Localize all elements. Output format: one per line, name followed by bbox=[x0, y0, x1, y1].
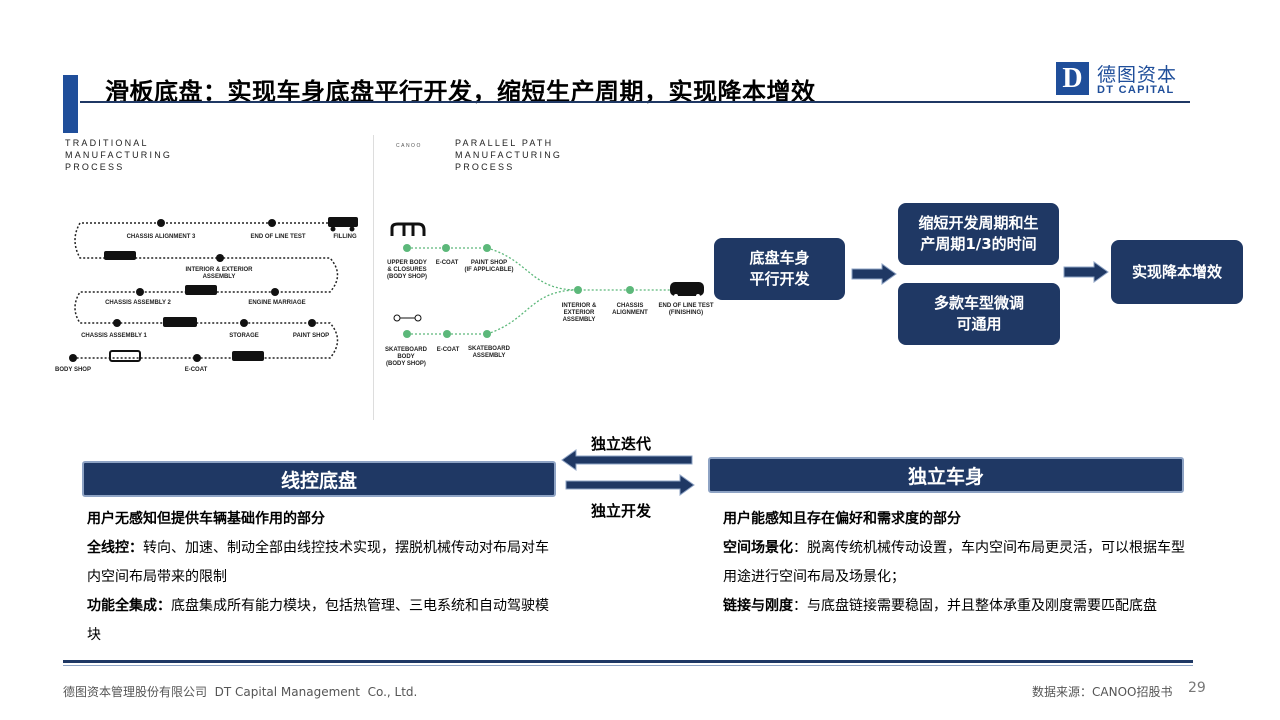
step-engine: ENGINE MARRIAGE bbox=[248, 300, 306, 306]
arrow-left-icon bbox=[561, 449, 693, 471]
heading-line: MANUFACTURING bbox=[455, 150, 563, 160]
traditional-heading: TRADITIONAL MANUFACTURING PROCESS bbox=[65, 137, 172, 173]
label-line: CHASSIS bbox=[616, 303, 644, 309]
parallel-heading: PARALLEL PATH MANUFACTURING PROCESS bbox=[455, 137, 562, 173]
body-intro: 用户能感知且存在偏好和需求度的部分 bbox=[723, 511, 961, 527]
canoo-logo: CANOO bbox=[396, 143, 422, 149]
label-line: SKATEBOARD bbox=[468, 346, 510, 352]
body-point-2: 链接与刚度：与底盘链接需要稳固，并且整体承重及刚度需要匹配底盘 bbox=[723, 592, 1193, 621]
step-body: BODY SHOP bbox=[55, 367, 91, 373]
logo-cn: 德图资本 bbox=[1097, 64, 1178, 86]
title-accent-bar bbox=[63, 75, 78, 133]
label-line: (BODY SHOP) bbox=[387, 274, 427, 280]
step-ecoat-upper: E-COAT bbox=[435, 260, 459, 266]
box-multi-model: 多款车型微调可通用 bbox=[898, 283, 1060, 345]
van-icon bbox=[670, 282, 704, 298]
step-chassis-alignment-3: CHASSIS ALIGNMENT 3 bbox=[126, 234, 196, 240]
label-line: & CLOSURES bbox=[387, 267, 427, 273]
label-line: ALIGNMENT bbox=[612, 310, 648, 316]
chassis-point-1: 全线控：转向、加速、制动全部由线控技术实现，摆脱机械传动对布局对车内空间布局带来… bbox=[87, 534, 557, 592]
car-icon bbox=[328, 217, 358, 232]
point-text: 底盘集成所有能力模块，包括热管理、三电系统和自动驾驶模块 bbox=[87, 598, 549, 643]
arrow-right-icon bbox=[1063, 261, 1109, 283]
point-key: 链接与刚度 bbox=[723, 598, 793, 614]
box-shorten-cycle: 缩短开发周期和生产周期1/3的时间 bbox=[898, 203, 1059, 265]
box-line: 平行开发 bbox=[749, 270, 810, 288]
body-header: 独立车身 bbox=[708, 457, 1184, 493]
box-line: 缩短开发周期和生 bbox=[918, 214, 1039, 232]
step-end-of-line: END OF LINE TEST bbox=[250, 234, 306, 240]
skateboard-icon bbox=[393, 314, 422, 322]
box-line: 产周期1/3的时间 bbox=[920, 235, 1037, 253]
title-divider bbox=[80, 101, 1190, 103]
diagram-separator bbox=[373, 135, 374, 420]
footer-company: 德图资本管理股份有限公司 DT Capital Management Co., … bbox=[63, 685, 418, 699]
page-number: 29 bbox=[1188, 680, 1206, 696]
step-paint-shop: PAINT SHOP(IF APPLICABLE) bbox=[464, 260, 513, 274]
label-line: INTERIOR & EXTERIOR bbox=[185, 267, 253, 273]
box-parallel-development: 底盘车身平行开发 bbox=[714, 238, 845, 300]
step-chassis-2: CHASSIS ASSEMBLY 2 bbox=[105, 300, 171, 306]
box-cost-reduction: 实现降本增效 bbox=[1111, 240, 1243, 304]
step-upper-body: UPPER BODY& CLOSURES(BODY SHOP) bbox=[387, 260, 427, 281]
label-line: (BODY SHOP) bbox=[386, 361, 426, 367]
step-end-of-line-test: END OF LINE TEST(FINISHING) bbox=[658, 303, 713, 317]
point-text: ：与底盘链接需要稳固，并且整体承重及刚度需要匹配底盘 bbox=[793, 598, 1157, 614]
label-line: INTERIOR & bbox=[561, 303, 597, 309]
label-line: PAINT SHOP bbox=[470, 260, 508, 266]
step-ecoat-skate: E-COAT bbox=[436, 347, 460, 353]
label-line: (FINISHING) bbox=[668, 310, 704, 316]
point-text: 转向、加速、制动全部由线控技术实现，摆脱机械传动对布局对车内空间布局带来的限制 bbox=[87, 540, 549, 585]
heading-line: PROCESS bbox=[65, 162, 125, 172]
box-line: 底盘车身 bbox=[749, 249, 810, 267]
heading-line: PARALLEL PATH bbox=[455, 138, 554, 148]
step-filling: FILLING bbox=[333, 234, 357, 240]
chassis-point-2: 功能全集成：底盘集成所有能力模块，包括热管理、三电系统和自动驾驶模块 bbox=[87, 592, 557, 650]
iterate-label: 独立迭代 bbox=[591, 435, 652, 453]
parallel-process-diagram bbox=[390, 222, 704, 338]
footer-divider bbox=[63, 660, 1193, 663]
point-key: 全线控： bbox=[87, 540, 143, 556]
footer-source: 数据来源：CANOO招股书 bbox=[1032, 685, 1173, 699]
point-key: 功能全集成： bbox=[87, 598, 171, 614]
traditional-process-diagram bbox=[69, 217, 358, 362]
label-line: ASSEMBLY bbox=[202, 274, 236, 280]
heading-line: PROCESS bbox=[455, 162, 515, 172]
point-key: 空间场景化 bbox=[723, 540, 793, 556]
label-line: UPPER BODY bbox=[387, 260, 427, 266]
label-line: ASSEMBLY bbox=[562, 317, 596, 323]
chassis-header: 线控底盘 bbox=[82, 461, 556, 497]
step-ecoat: E-COAT bbox=[184, 367, 208, 373]
develop-label: 独立开发 bbox=[591, 502, 652, 520]
label-line: ASSEMBLY bbox=[472, 353, 506, 359]
chassis-description: 用户无感知但提供车辆基础作用的部分 全线控：转向、加速、制动全部由线控技术实现，… bbox=[87, 505, 557, 650]
heading-line: TRADITIONAL bbox=[65, 138, 149, 148]
label-line: END OF LINE TEST bbox=[658, 303, 714, 309]
label-line: BODY bbox=[397, 354, 415, 360]
step-storage: STORAGE bbox=[229, 333, 259, 339]
body-point-1: 空间场景化：脱离传统机械传动设置，车内空间布局更灵活，可以根据车型用途进行空间布… bbox=[723, 534, 1193, 592]
logo-mark: D bbox=[1056, 62, 1089, 95]
upper-body-icon bbox=[390, 222, 426, 236]
box-line: 多款车型微调 bbox=[933, 294, 1024, 312]
arrow-right-icon bbox=[565, 474, 695, 496]
label-line: EXTERIOR bbox=[563, 310, 595, 316]
chassis-intro: 用户无感知但提供车辆基础作用的部分 bbox=[87, 511, 325, 527]
label-line: (IF APPLICABLE) bbox=[464, 267, 514, 273]
step-paint: PAINT SHOP bbox=[292, 333, 330, 339]
footer-divider-thin bbox=[63, 665, 1193, 666]
body-description: 用户能感知且存在偏好和需求度的部分 空间场景化：脱离传统机械传动设置，车内空间布… bbox=[723, 505, 1193, 621]
step-chassis-1: CHASSIS ASSEMBLY 1 bbox=[81, 333, 147, 339]
point-text: ：脱离传统机械传动设置，车内空间布局更灵活，可以根据车型用途进行空间布局及场景化… bbox=[723, 540, 1185, 585]
box-line: 可通用 bbox=[956, 315, 1002, 333]
logo-en: DT CAPITAL bbox=[1097, 84, 1175, 96]
label-line: SKATEBOARD bbox=[385, 347, 427, 353]
heading-line: MANUFACTURING bbox=[65, 150, 173, 160]
arrow-right-icon bbox=[851, 263, 897, 285]
